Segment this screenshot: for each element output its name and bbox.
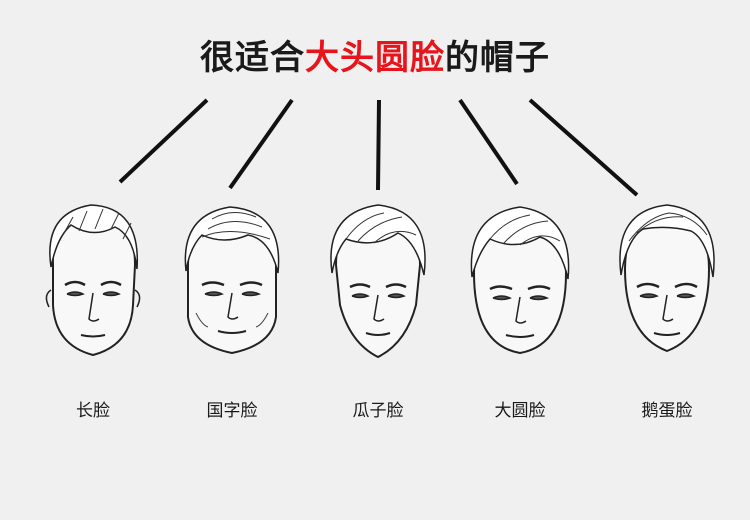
face-label-melon-seed: 瓜子脸: [352, 401, 404, 421]
face-melon-seed: [318, 195, 438, 375]
face-long: [33, 195, 153, 375]
face-square: [172, 195, 292, 375]
pointer-line-3: [376, 99, 381, 191]
page-title: 很适合大头圆脸的帽子: [0, 30, 750, 79]
face-label-big-round: 大圆脸: [494, 401, 546, 421]
title-highlight: 大头圆脸: [305, 38, 445, 78]
pointer-line-2: [228, 98, 294, 190]
face-oval: [607, 195, 727, 375]
face-label-oval: 鹅蛋脸: [641, 401, 693, 421]
face-big-round: [460, 195, 580, 375]
face-label-long: 长脸: [76, 401, 110, 421]
title-suffix: 的帽子: [445, 38, 550, 78]
title-prefix: 很适合: [200, 38, 305, 78]
pointer-line-4: [458, 98, 519, 186]
face-oval-sketch: [619, 204, 715, 353]
face-melon-seed-sketch: [330, 204, 426, 359]
pointer-line-5: [528, 98, 639, 197]
face-square-sketch: [184, 206, 280, 355]
face-label-square: 国字脸: [206, 401, 258, 421]
face-long-sketch: [45, 204, 141, 357]
face-big-round-sketch: [470, 206, 570, 355]
pointer-line-1: [118, 98, 209, 184]
